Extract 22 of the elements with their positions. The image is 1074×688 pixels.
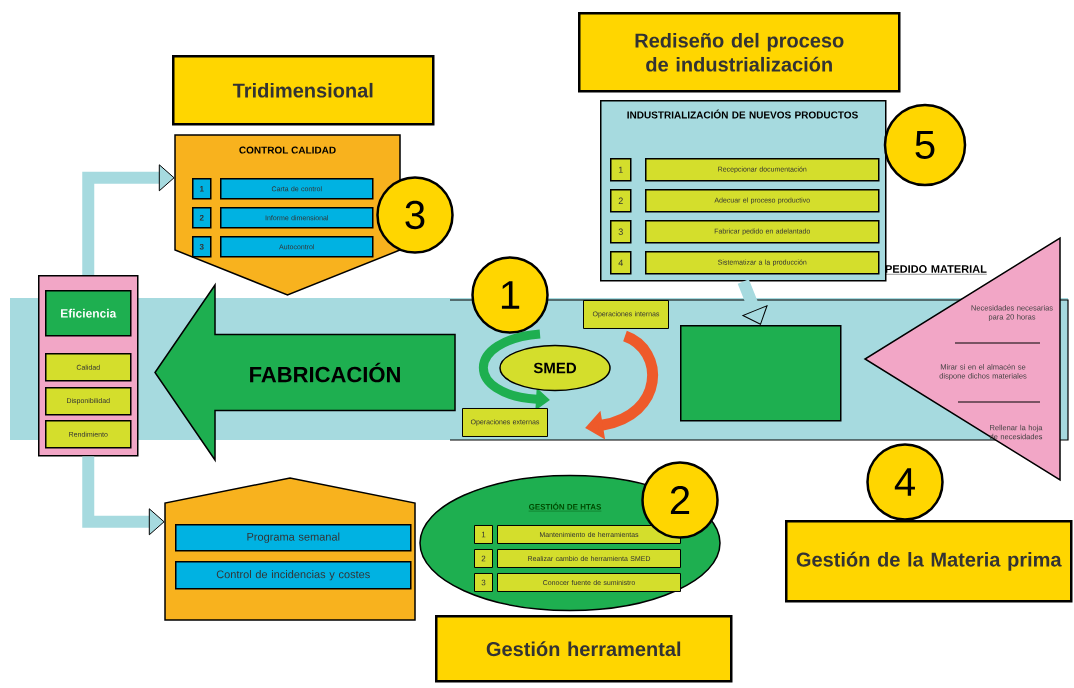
number-box: 2 bbox=[192, 207, 212, 229]
item-bar: Control de incidencias y costes bbox=[175, 561, 412, 590]
number-box: 2 bbox=[474, 549, 493, 568]
title-box: Tridimensional bbox=[172, 55, 435, 126]
arrow bbox=[82, 456, 165, 536]
number-box: 1 bbox=[192, 178, 212, 200]
number-box: 1 bbox=[610, 158, 632, 182]
arrow bbox=[82, 164, 175, 275]
process-box bbox=[680, 325, 842, 422]
oval: SMED bbox=[499, 344, 611, 392]
number-box: 1 bbox=[474, 525, 493, 544]
title-box: Rediseño del proceso de industrialización bbox=[578, 12, 901, 93]
number-box: 4 bbox=[610, 251, 632, 275]
number-box: 3 bbox=[610, 220, 632, 244]
number-box: 2 bbox=[610, 189, 632, 213]
number-box: 3 bbox=[192, 236, 212, 258]
title-box: Gestión herramental bbox=[435, 615, 733, 683]
text-label: PEDIDO MATERIAL bbox=[884, 265, 988, 275]
arrow bbox=[737, 279, 768, 325]
item-bar: Programa semanal bbox=[175, 524, 412, 552]
number-box: 3 bbox=[474, 573, 493, 592]
item-bar: Eficiencia bbox=[45, 290, 132, 337]
